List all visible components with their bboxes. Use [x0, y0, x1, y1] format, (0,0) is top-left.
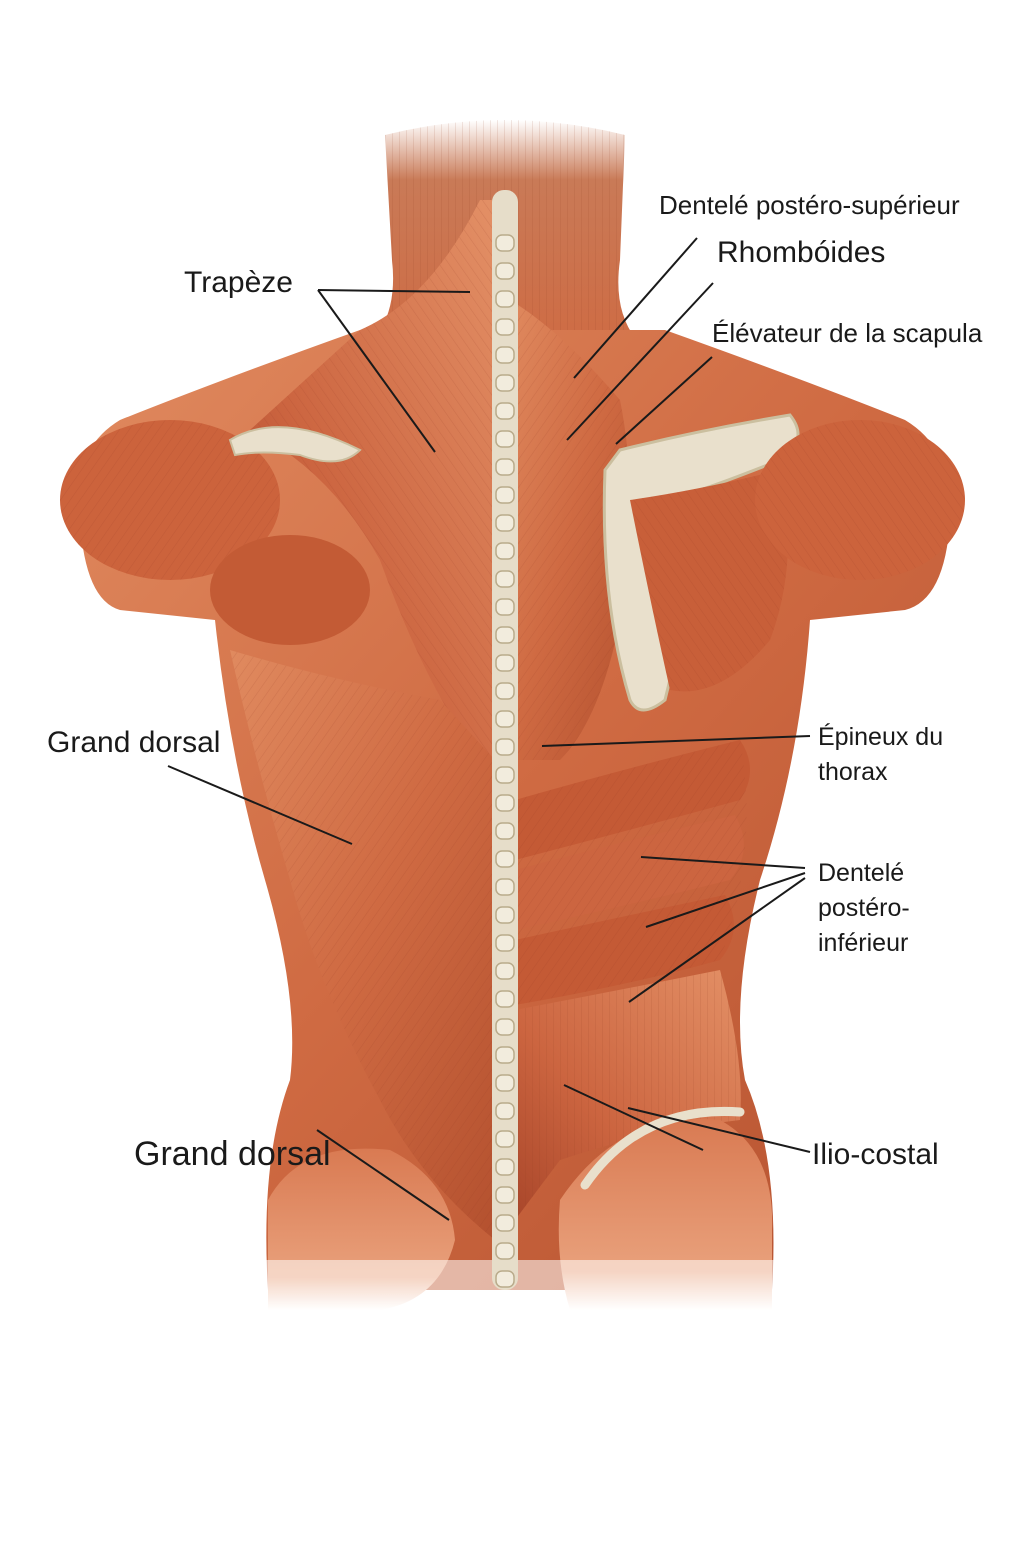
label-grand-dorsal-mid: Grand dorsal: [47, 726, 221, 759]
label-trapeze: Trapèze: [184, 266, 293, 299]
vertebra: [495, 598, 515, 616]
vertebra: [495, 1046, 515, 1064]
vertebra: [495, 430, 515, 448]
vertebra: [495, 1074, 515, 1092]
vertebra: [495, 458, 515, 476]
deltoid-left-fibers: [60, 420, 280, 580]
vertebra: [495, 1130, 515, 1148]
vertebra: [495, 1242, 515, 1260]
vertebra: [495, 626, 515, 644]
vertebra: [495, 1214, 515, 1232]
leader-trapeze-a: [317, 289, 471, 293]
vertebra: [495, 346, 515, 364]
trapezius-left-fibers: [250, 200, 495, 780]
vertebra: [495, 1158, 515, 1176]
vertebra: [495, 318, 515, 336]
leader-dentele-sup: [573, 237, 698, 379]
label-rhomboides: Rhombóides: [717, 236, 886, 269]
vertebra: [495, 290, 515, 308]
vertebra: [495, 514, 515, 532]
label-ilio-costal: Ilio-costal: [812, 1138, 939, 1171]
vertebra: [495, 570, 515, 588]
vertebra: [495, 710, 515, 728]
label-grand-dorsal-bottom: Grand dorsal: [134, 1135, 331, 1173]
leader-trapeze-b: [317, 289, 436, 453]
leader-grand-dorsal-bottom: [316, 1129, 450, 1221]
label-epineux-thorax: Épineux du thorax: [818, 723, 944, 786]
vertebra: [495, 766, 515, 784]
vertebra: [495, 794, 515, 812]
scapula-spine-left: [228, 426, 362, 463]
deltoid-right-fibers: [755, 420, 965, 580]
vertebra: [495, 402, 515, 420]
leader-bottom-right: [563, 1084, 704, 1151]
leader-lines: [167, 237, 811, 1221]
vertebra: [495, 486, 515, 504]
vertebra: [495, 1186, 515, 1204]
vertebra: [495, 654, 515, 672]
vertebra: [495, 1018, 515, 1036]
vertebra: [495, 822, 515, 840]
leader-dentele-inf-b: [645, 872, 806, 928]
label-dentele-inferieur: Dentelé postéro-inférieur: [818, 859, 910, 957]
vertebra: [495, 262, 515, 280]
vertebra: [495, 1270, 515, 1288]
rhomboid-right-fibers: [510, 300, 630, 760]
vertebra: [495, 1102, 515, 1120]
label-dentele-superieur: Dentelé postéro-supérieur: [659, 190, 960, 220]
vertebrae: [495, 234, 515, 1288]
vertebra: [495, 962, 515, 980]
teres-left: [210, 535, 370, 645]
leader-rhomboides: [566, 282, 714, 441]
vertebra: [495, 878, 515, 896]
vertebra: [495, 934, 515, 952]
serratus-bands-fibers: [515, 740, 747, 1005]
vertebra: [495, 374, 515, 392]
label-elevateur-scapula: Élévateur de la scapula: [712, 318, 983, 348]
leader-grand-dorsal-mid: [167, 765, 353, 845]
infraspinatus-right-fibers: [630, 470, 788, 692]
leader-elevateur: [615, 356, 713, 445]
vertebra: [495, 738, 515, 756]
vertebra: [495, 682, 515, 700]
leader-epineux: [541, 735, 811, 747]
vertebra: [495, 234, 515, 252]
latissimus-left-fibers: [230, 650, 495, 1240]
vertebra: [495, 906, 515, 924]
vertebra: [495, 990, 515, 1008]
leader-ilio-costal: [627, 1107, 811, 1153]
vertebra: [495, 850, 515, 868]
iliocostalis-right-fibers: [515, 970, 741, 1220]
leader-dentele-inf-a: [640, 856, 806, 869]
vertebra: [495, 542, 515, 560]
leader-dentele-inf-c: [628, 877, 806, 1003]
